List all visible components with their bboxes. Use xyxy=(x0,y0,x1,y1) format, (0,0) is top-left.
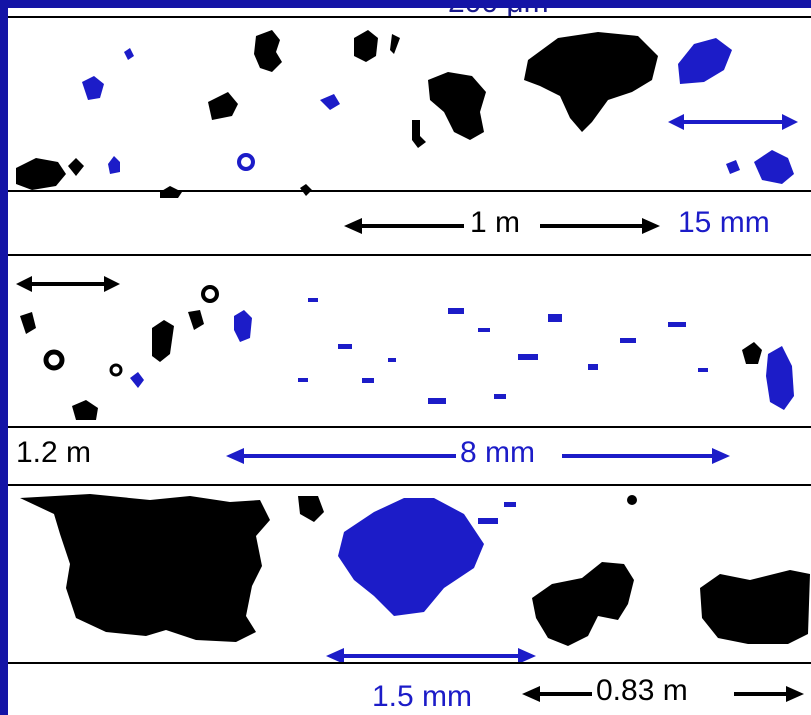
particle xyxy=(478,518,498,524)
particle xyxy=(201,285,219,303)
particle xyxy=(338,498,484,616)
particle xyxy=(338,344,352,349)
panel-1-bottom-rule xyxy=(8,190,811,192)
panel-3-image xyxy=(8,488,811,656)
panel-3-black-scale: 0.83 m xyxy=(596,674,688,707)
panel-2-top-rule xyxy=(8,254,811,256)
particle xyxy=(478,328,490,332)
particle xyxy=(124,48,134,60)
panel-1-blue-arrow xyxy=(668,114,798,130)
panel-1-top-rule xyxy=(8,16,811,18)
panel-3-bottom-rule xyxy=(8,662,811,664)
particle xyxy=(16,158,66,190)
panel-3-blue-scale: 1.5 mm xyxy=(372,680,473,713)
panel-1-left-arrow xyxy=(344,218,464,234)
particle xyxy=(742,342,762,364)
particle xyxy=(388,358,396,362)
particle xyxy=(188,310,204,330)
top-caption-clipped: 200 μm xyxy=(448,8,549,20)
particle xyxy=(208,92,238,120)
particle xyxy=(504,502,516,507)
particle xyxy=(130,372,144,388)
particle xyxy=(766,346,794,410)
particle xyxy=(43,349,65,371)
panel-2-black-arrow xyxy=(16,276,120,292)
particle xyxy=(532,562,634,646)
panel-2-blue-right-arrow xyxy=(562,448,730,464)
particle xyxy=(108,156,120,174)
particle xyxy=(390,34,400,54)
particle xyxy=(627,495,637,505)
particle xyxy=(298,496,324,522)
particle xyxy=(308,298,318,302)
particle xyxy=(754,150,794,184)
particle xyxy=(20,494,270,642)
panel-2-blue-scale: 8 mm xyxy=(460,436,535,469)
particle xyxy=(428,398,446,404)
particle xyxy=(524,32,658,132)
particle xyxy=(548,314,562,322)
particle xyxy=(726,160,740,174)
particle xyxy=(620,338,636,343)
particle xyxy=(82,76,104,100)
particle xyxy=(152,320,174,362)
particle xyxy=(254,30,282,72)
particle xyxy=(160,186,182,198)
panel-2-image xyxy=(8,258,811,426)
particle xyxy=(234,310,252,342)
particle xyxy=(700,570,810,644)
particle xyxy=(20,312,36,334)
particle xyxy=(494,394,506,399)
panel-3-blue-arrow xyxy=(326,648,536,664)
panel-1-black-scale: 1 m xyxy=(470,206,521,239)
particle xyxy=(668,322,686,327)
particle xyxy=(109,363,123,377)
panel-2-blue-left-arrow xyxy=(226,448,456,464)
panel-3-top-rule xyxy=(8,484,811,486)
panel-1-blue-scale: 15 mm xyxy=(678,206,770,239)
panel-2-bottom-rule xyxy=(8,426,811,428)
panel-3-right-arrow xyxy=(734,686,804,702)
particle xyxy=(588,364,598,370)
panel-3-left-arrow xyxy=(522,686,592,702)
particle xyxy=(237,153,255,171)
particle xyxy=(412,120,426,148)
particle xyxy=(354,30,378,62)
particle xyxy=(518,354,538,360)
particle xyxy=(362,378,374,383)
particle xyxy=(72,400,98,420)
panel-1-image xyxy=(8,20,811,198)
particle xyxy=(320,94,340,110)
particle xyxy=(68,158,84,176)
particle xyxy=(698,368,708,372)
figure-frame: 200 μm xyxy=(8,8,811,715)
particle xyxy=(298,378,308,382)
particle xyxy=(448,308,464,314)
particle xyxy=(428,72,486,140)
panel-2-black-scale: 1.2 m xyxy=(16,436,92,469)
particle xyxy=(678,38,732,84)
panel-1-right-arrow xyxy=(540,218,660,234)
